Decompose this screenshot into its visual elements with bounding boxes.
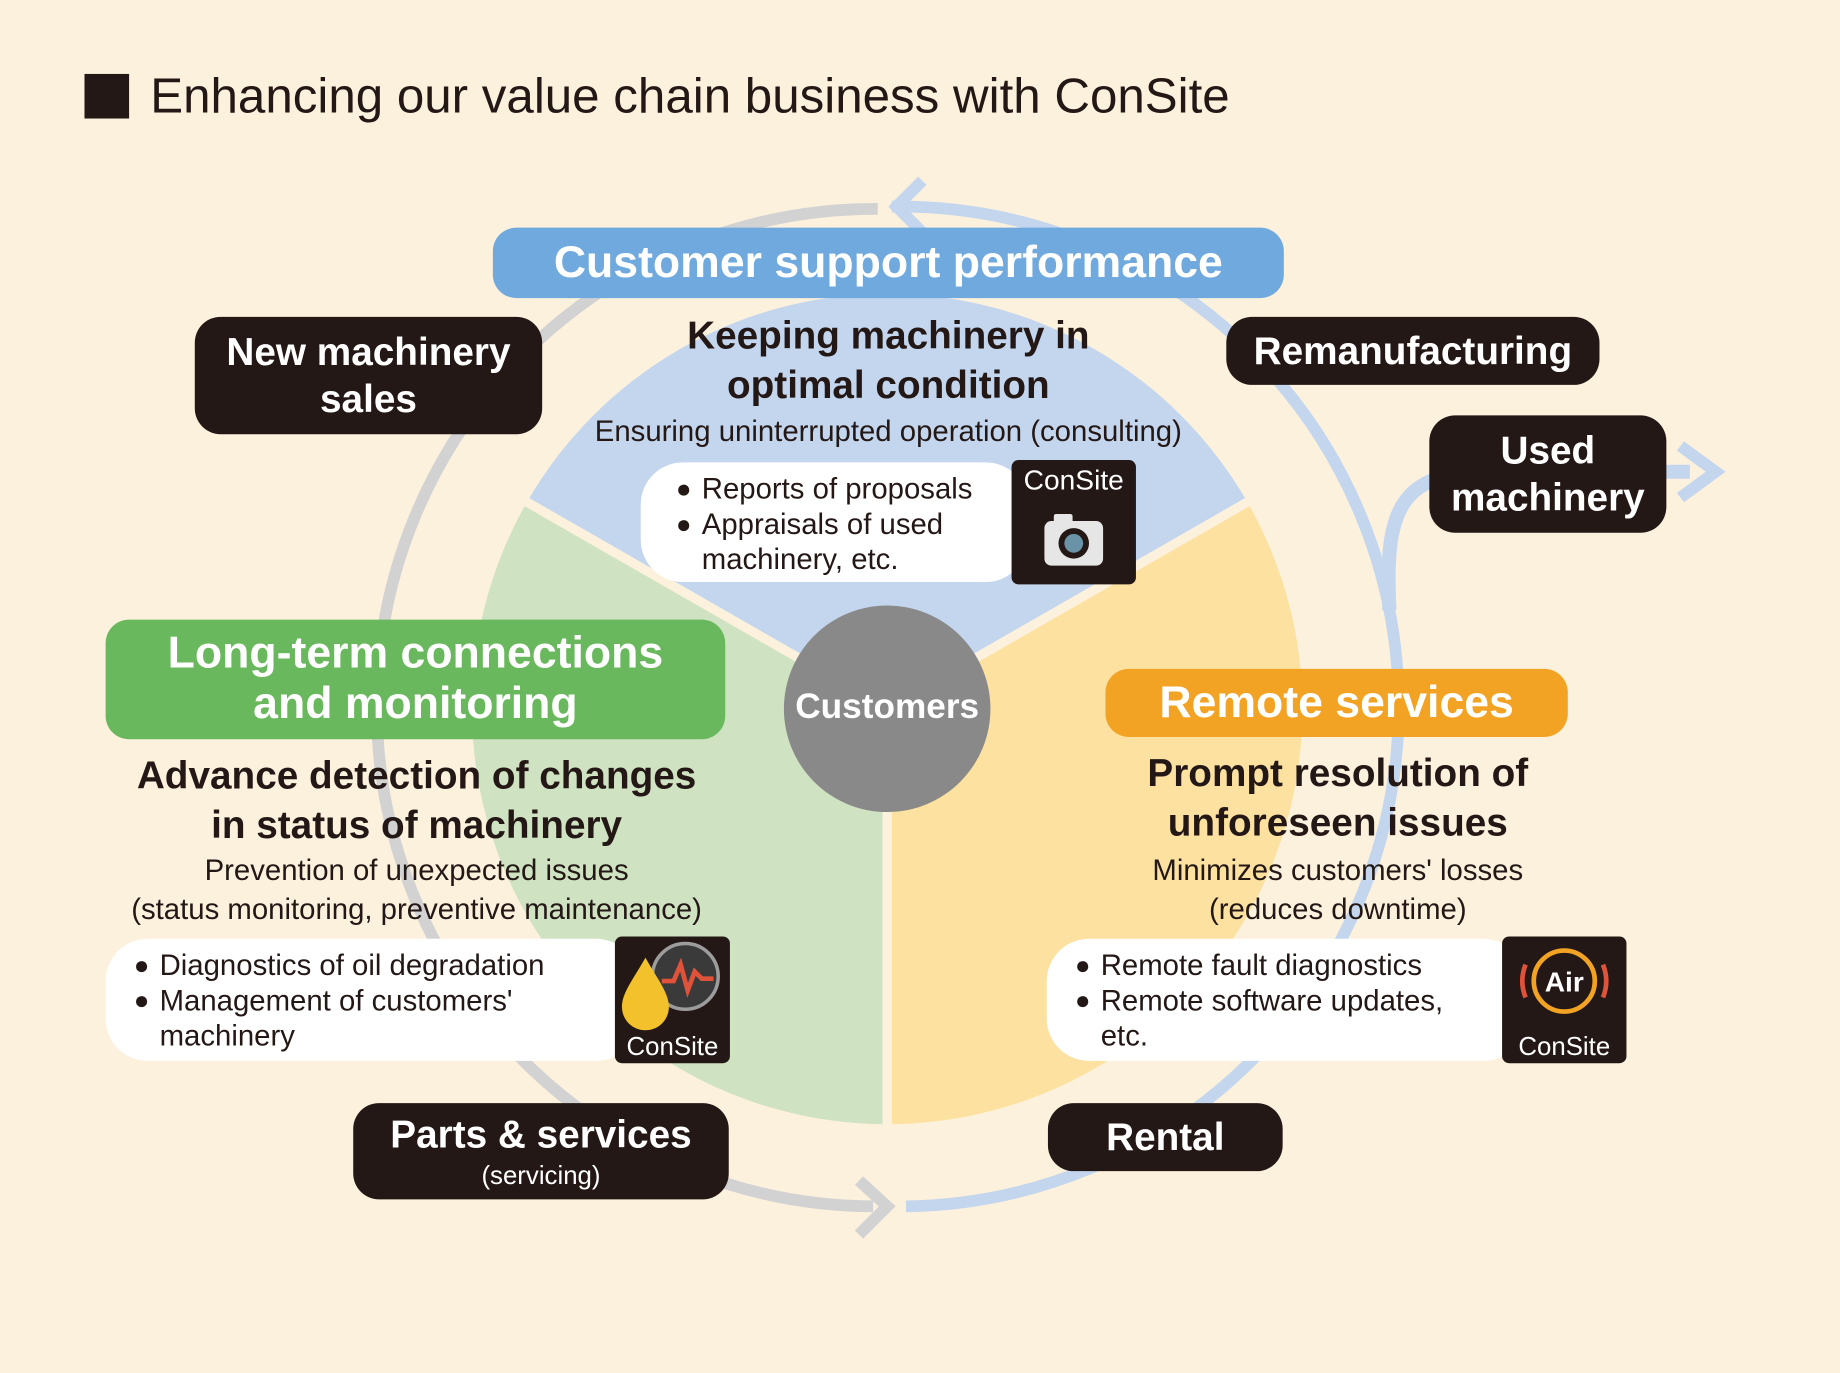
customer-support-bullet-box xyxy=(640,462,1028,583)
list-item: ●Remote fault diagnostics xyxy=(1074,949,1423,983)
bullet-dot-icon: ● xyxy=(133,985,150,1016)
bullet-dot-icon: ● xyxy=(675,509,692,539)
heading-text: Enhancing our value chain business with … xyxy=(150,68,1230,124)
bullet-dot-icon: ● xyxy=(133,950,150,980)
customer-support-desc: Ensuring uninterrupted operation (consul… xyxy=(594,415,1182,449)
air-label: Air xyxy=(1545,967,1584,998)
list-item: ●Management of customers' xyxy=(133,984,513,1018)
oil-drop-icon xyxy=(621,941,720,1031)
arrow-left-top-icon xyxy=(888,176,927,237)
heading-square-icon xyxy=(84,73,130,119)
customer-support-pill: Customer support performance xyxy=(492,227,1284,299)
bullet-dot-icon: ● xyxy=(675,474,692,504)
long-term-bullet-box xyxy=(105,938,639,1061)
air-signal-icon: Air xyxy=(1520,948,1609,1014)
remote-services-bullet-box xyxy=(1046,938,1526,1061)
center-circle xyxy=(783,605,991,813)
consite-oil-app-icon: ConSite xyxy=(614,936,730,1064)
remanufacturing-box: Remanufacturing xyxy=(1226,316,1600,385)
list-item: ●Reports of proposals xyxy=(675,472,973,506)
page-heading: Enhancing our value chain business with … xyxy=(84,68,1230,124)
consite-air-app-icon: Air ConSite xyxy=(1502,936,1627,1064)
camera-icon xyxy=(1044,513,1104,566)
list-item: ●Diagnostics of oil degradation xyxy=(133,949,545,983)
center-label: Customers xyxy=(795,687,980,727)
arrow-right-icon xyxy=(1676,441,1726,503)
parts-services-box: Parts & services (servicing) xyxy=(353,1103,729,1200)
remote-services-desc: Minimizes customers' losses (reduces dow… xyxy=(1152,854,1524,926)
remote-services-title: Prompt resolution of unforeseen issues xyxy=(1147,751,1529,844)
consite-camera-app-icon: ConSite xyxy=(1011,460,1136,585)
bullet-dot-icon: ● xyxy=(1074,985,1091,1016)
long-term-desc: Prevention of unexpected issues (status … xyxy=(131,854,702,926)
list-item: ●Remote software updates, xyxy=(1074,984,1444,1018)
used-machinery-box: Used machinery xyxy=(1429,415,1667,533)
customer-support-title: Keeping machinery in optimal condition xyxy=(687,313,1090,406)
remote-services-pill: Remote services xyxy=(1105,668,1568,737)
long-term-bullets: ●Diagnostics of oil degradation ●Managem… xyxy=(134,948,615,1054)
remote-services-bullets: ●Remote fault diagnostics ●Remote softwa… xyxy=(1075,948,1502,1054)
rental-box: Rental xyxy=(1047,1103,1283,1172)
bullet-dot-icon: ● xyxy=(1074,950,1091,980)
list-item: ●Appraisals of used xyxy=(675,508,944,541)
long-term-title: Advance detection of changes in status o… xyxy=(136,753,697,846)
new-machinery-sales-box: New machinery sales xyxy=(194,316,543,435)
customer-support-bullets: ●Reports of proposals ●Appraisals of use… xyxy=(676,472,1016,578)
long-term-pill: Long-term connections and monitoring xyxy=(105,619,726,740)
arrow-right-bottom-icon xyxy=(854,1176,896,1239)
